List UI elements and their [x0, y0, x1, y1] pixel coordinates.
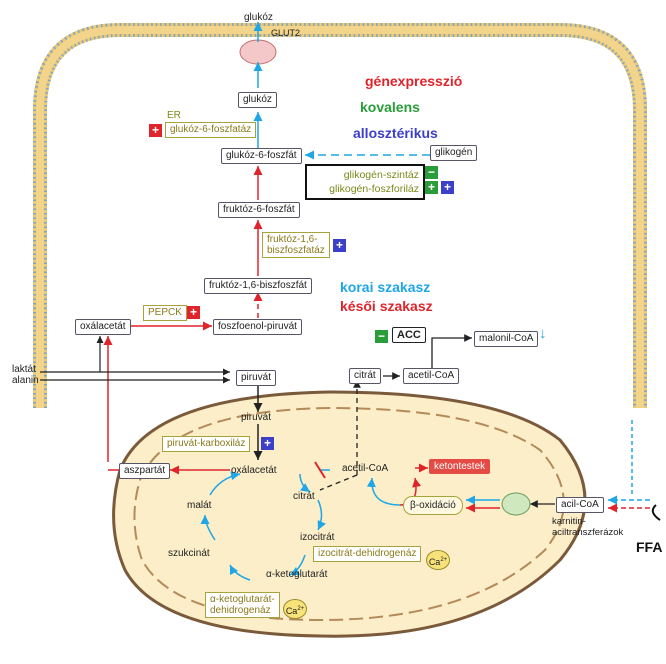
citrate-cyto-node: citrát	[349, 368, 381, 384]
beta-oxidation-node: β-oxidáció	[403, 496, 463, 515]
pepck-genexp-plus: +	[187, 306, 200, 319]
pyruvate-cyto-node: piruvát	[236, 370, 277, 386]
g6p-node: glukóz-6-foszfát	[221, 148, 302, 164]
acc-enzyme: ACC	[392, 327, 426, 343]
f6p-node: fruktóz-6-foszfát	[218, 202, 300, 218]
legend-genexpression: génexpresszió	[365, 73, 463, 89]
alpha-ketoglutarate-label: α-ketoglutarát	[266, 569, 328, 580]
glycogen-enzymes-box: glikogén-szintáz glikogén-foszforiláz	[305, 164, 425, 200]
legend-late-phase: késői szakasz	[340, 298, 433, 314]
fbpase-line1: fruktóz-1,6-	[267, 234, 318, 245]
oxaloacetate-mito-label: oxálacetát	[231, 465, 277, 476]
malate-label: malát	[187, 500, 212, 511]
fbpase-line2: biszfoszfatáz	[267, 245, 325, 256]
gs-covalent-minus: −	[425, 166, 438, 179]
oxaloacetate-cyto-node: oxálacetát	[75, 319, 131, 335]
legend-covalent: kovalens	[360, 99, 420, 115]
idh-enzyme: izocitrát-dehidrogenáz	[313, 546, 422, 562]
mitochondrion	[112, 390, 587, 638]
pc-allosteric-plus: +	[261, 437, 274, 450]
malonyl-coa-down-arrow: ↓	[539, 325, 547, 342]
ketone-bodies-node: ketontestek	[429, 459, 491, 474]
cpt-label-line2: aciltranszferázok	[552, 527, 624, 538]
f16bp-node: fruktóz-1,6-biszfoszfát	[204, 278, 312, 294]
aspartate-node: aszpartát	[119, 463, 171, 479]
pep-node: foszfoenol-piruvát	[213, 319, 302, 335]
cell-membrane	[33, 23, 647, 408]
acyl-coa-node: acil-CoA	[556, 497, 604, 513]
akgdh-line1: α-ketoglutarát-	[210, 594, 275, 605]
fbpase-allosteric-plus: +	[333, 239, 346, 252]
legend-allosteric: allosztérikus	[353, 125, 438, 141]
glucose-out-label: glukóz	[244, 12, 273, 23]
lactate-label: laktát	[12, 364, 36, 375]
g6pase-genexp-plus: +	[149, 124, 162, 137]
gp-covalent-plus: +	[425, 181, 438, 194]
acetyl-coa-mito-label: acetil-CoA	[342, 463, 389, 474]
glut2-transporter	[239, 39, 277, 65]
calcium-ion-akgdh: Ca2+	[283, 599, 307, 619]
malonyl-coa-node: malonil-CoA	[474, 331, 539, 347]
carnitine-transporter	[501, 492, 531, 516]
glucose-node: glukóz	[238, 92, 277, 108]
gp-allosteric-plus: +	[441, 181, 454, 194]
akgdh-line2: dehidrogenáz	[210, 605, 271, 616]
akgdh-enzyme: α-ketoglutarát- dehidrogenáz	[205, 592, 280, 618]
glycogen-phosphorylase: glikogén-foszforiláz	[329, 183, 419, 195]
glycogen-node: glikogén	[430, 145, 478, 161]
pyruvate-carboxylase-enzyme: piruvát-karboxiláz	[162, 436, 251, 452]
acc-covalent-minus: −	[375, 330, 388, 343]
glut2-label: GLUT2	[271, 28, 301, 38]
pepck-enzyme: PEPCK	[143, 305, 187, 321]
legend-early-phase: korai szakasz	[340, 279, 431, 295]
fbpase-enzyme: fruktóz-1,6- biszfoszfatáz	[262, 232, 330, 258]
citrate-mito-label: citrát	[293, 491, 315, 502]
acetyl-coa-cyto-node: acetil-CoA	[403, 368, 460, 384]
alanine-label: alanin	[12, 375, 39, 386]
er-label: ER	[167, 110, 181, 121]
ffa-label: FFA	[636, 539, 663, 555]
calcium-ion-idh: Ca2+	[426, 550, 450, 570]
isocitrate-label: izocitrát	[300, 532, 335, 543]
glycogen-synthase: glikogén-szintáz	[343, 169, 419, 181]
succinate-label: szukcinát	[168, 548, 210, 559]
g6pase-enzyme: glukóz-6-foszfatáz	[165, 122, 257, 138]
pyruvate-mito-label: piruvát	[241, 412, 272, 423]
cpt-label-line1: karnitin-	[552, 516, 586, 527]
